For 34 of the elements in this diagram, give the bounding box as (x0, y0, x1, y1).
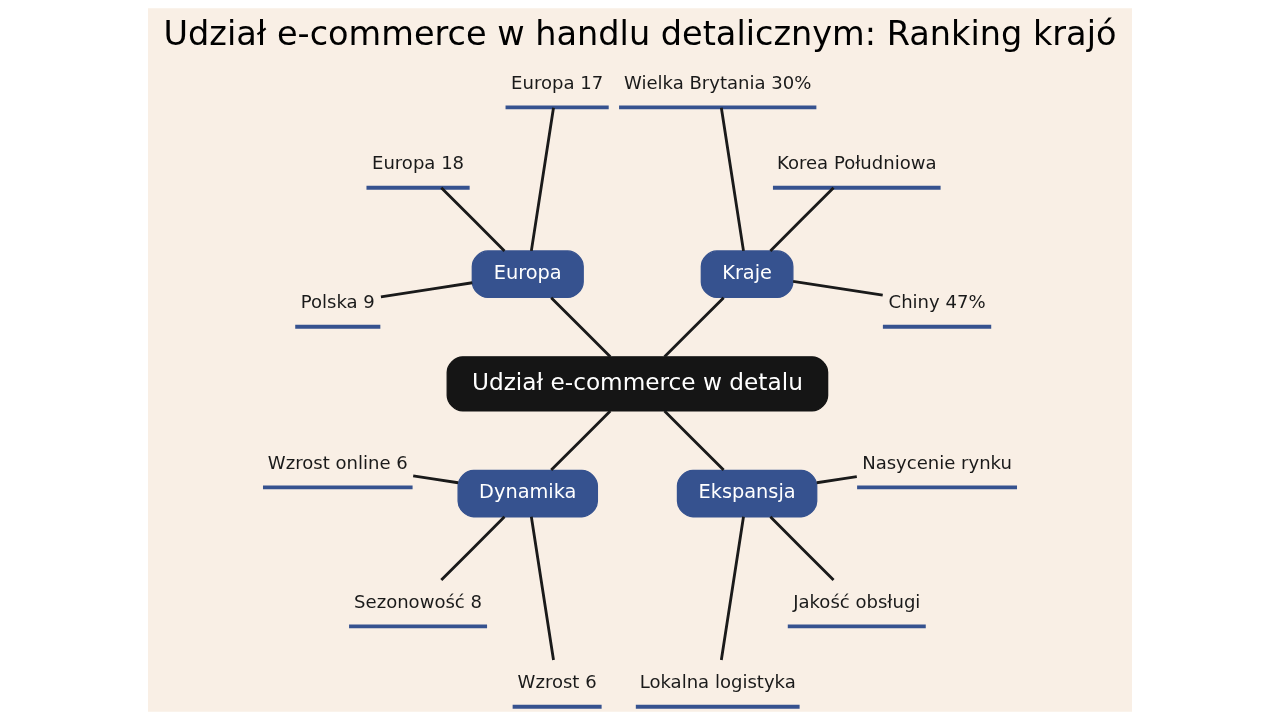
node-text: Polska 9 (300, 291, 375, 313)
connector (440, 515, 506, 581)
connector (792, 279, 883, 297)
connector (769, 186, 835, 252)
connector (529, 516, 555, 661)
connector (550, 296, 612, 358)
node-text: Europa 17 (511, 71, 604, 93)
node-text: Sezonowość 8 (354, 590, 483, 612)
connector (412, 474, 459, 485)
node-box: Ekspansja (676, 469, 818, 518)
node-box: Dynamika (457, 469, 599, 518)
connector (816, 475, 858, 485)
node-text: Lokalna logistyka (639, 671, 796, 693)
node-text: Europa 18 (372, 152, 465, 174)
node-text: Wielka Brytania 30% (623, 71, 812, 93)
connector (440, 186, 506, 252)
connector (719, 107, 745, 252)
node-text: Wzrost 6 (517, 671, 597, 693)
node-text: Korea Południowa (777, 152, 937, 174)
connector (380, 281, 473, 299)
node-text: Wzrost online 6 (267, 451, 408, 473)
connector (550, 409, 612, 472)
node-text: Jakość obsługi (793, 590, 921, 612)
node-box: Europa (471, 250, 584, 299)
diagram-title: Udział e-commerce w handlu detalicznym: Ranking krajó (163, 14, 1117, 54)
connector (769, 515, 835, 581)
connector (663, 296, 725, 358)
connector (529, 107, 555, 252)
node-text: Nasycenie rynku (862, 451, 1012, 473)
connector (663, 409, 725, 472)
node-text: Chiny 47% (888, 291, 986, 313)
connector (719, 516, 745, 661)
node-box: Udział e-commerce w detalu (446, 356, 829, 412)
node-box: Kraje (700, 250, 794, 299)
